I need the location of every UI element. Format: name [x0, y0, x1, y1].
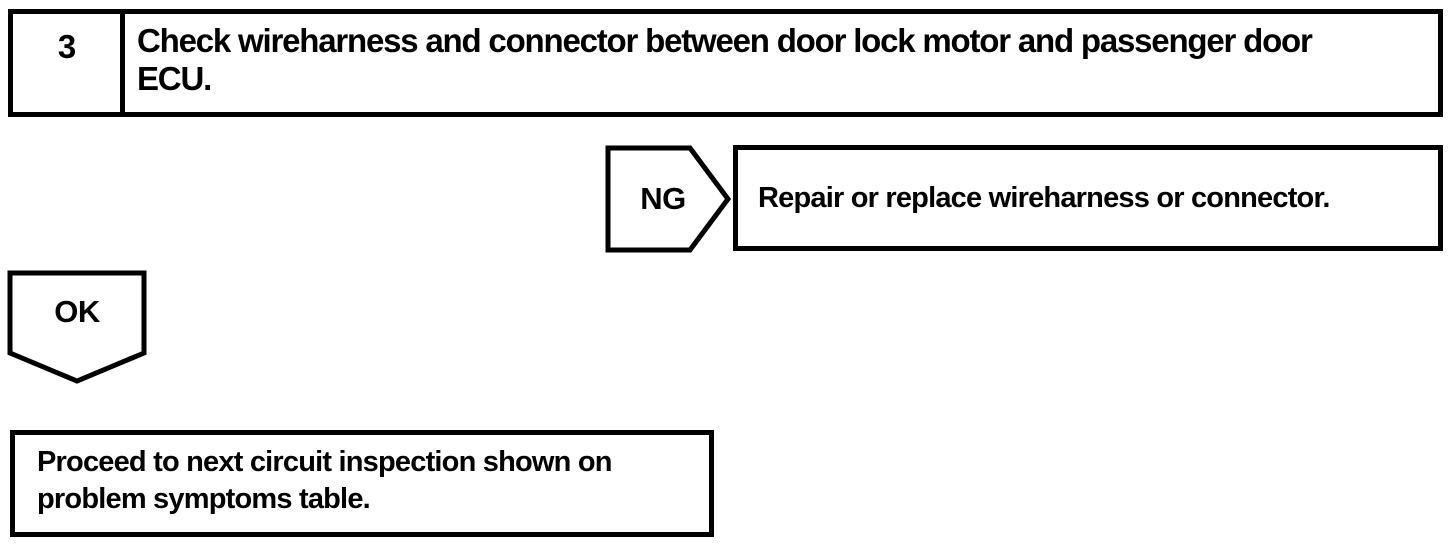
- ng-label: NG: [640, 181, 686, 216]
- step-box: 3 Check wireharness and connector betwee…: [8, 9, 1443, 117]
- ok-action-line-2: problem symptoms table.: [37, 483, 371, 515]
- ok-label: OK: [54, 294, 100, 329]
- step-number-cell: 3: [13, 14, 125, 112]
- ng-connector: NG: [605, 145, 732, 253]
- ng-action-box: Repair or replace wireharness or connect…: [733, 145, 1443, 251]
- step-number: 3: [57, 28, 76, 65]
- step-instruction: Check wireharness and connector between …: [125, 14, 1438, 112]
- ok-connector: OK: [7, 270, 147, 384]
- step-instruction-line-1: Check wireharness and connector between …: [137, 22, 1313, 59]
- step-instruction-line-2: ECU.: [137, 60, 212, 97]
- ng-arrow-icon: [605, 145, 732, 253]
- ok-arrow-icon: [7, 270, 147, 384]
- ok-action-line-1: Proceed to next circuit inspection shown…: [37, 446, 612, 478]
- ng-action-text: Repair or replace wireharness or connect…: [758, 181, 1330, 214]
- ok-action-box: Proceed to next circuit inspection shown…: [10, 430, 714, 537]
